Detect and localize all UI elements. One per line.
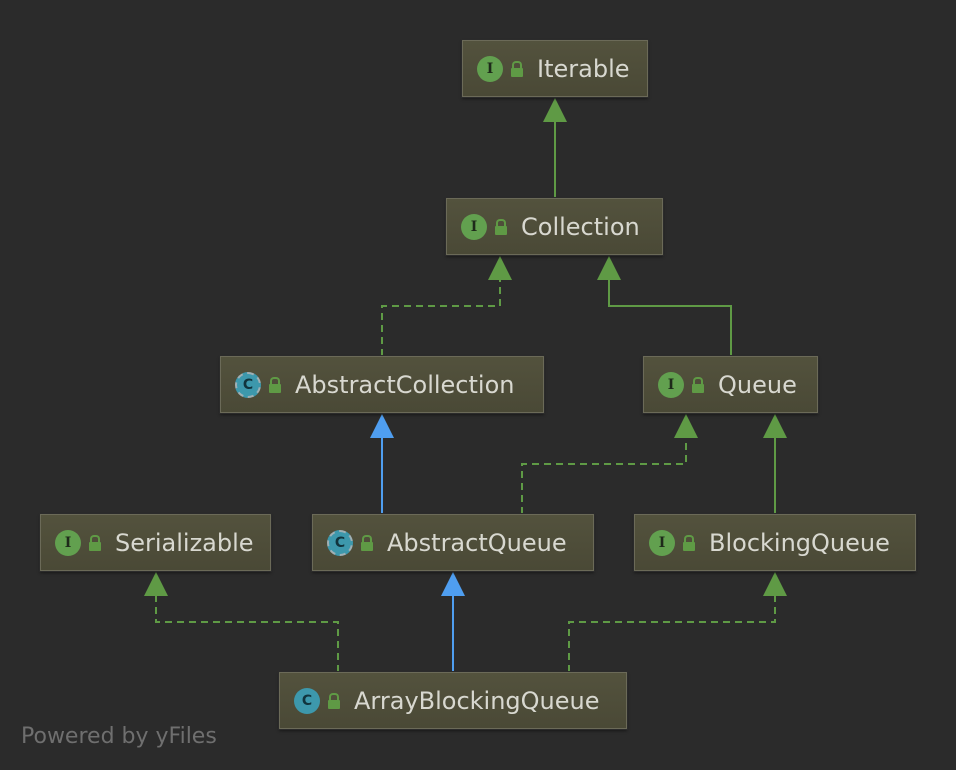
arrowhead bbox=[763, 572, 787, 596]
interface-icon: I bbox=[461, 213, 487, 240]
node-abstractcollection[interactable]: C AbstractCollection bbox=[220, 356, 544, 413]
node-label: AbstractCollection bbox=[295, 370, 515, 399]
node-arrayblockingqueue[interactable]: C ArrayBlockingQueue bbox=[279, 672, 627, 729]
node-serializable[interactable]: I Serializable bbox=[40, 514, 271, 571]
edge-arrayblockingqueue-to-blockingqueue bbox=[568, 572, 787, 672]
edge-collection-to-iterable bbox=[543, 98, 567, 198]
arrowhead bbox=[597, 256, 621, 280]
node-label: Queue bbox=[718, 370, 797, 399]
public-access-icon bbox=[328, 692, 340, 709]
public-access-icon bbox=[495, 218, 507, 235]
interface-icon: I bbox=[477, 55, 503, 82]
arrowhead bbox=[763, 414, 787, 438]
node-label: BlockingQueue bbox=[709, 528, 890, 557]
arrowhead bbox=[543, 98, 567, 122]
node-queue[interactable]: I Queue bbox=[643, 356, 818, 413]
arrowhead bbox=[488, 256, 512, 280]
public-access-icon bbox=[692, 376, 704, 393]
public-access-icon bbox=[89, 534, 101, 551]
edge-arrayblockingqueue-to-abstractqueue bbox=[441, 572, 465, 672]
class-icon: C bbox=[294, 687, 320, 714]
arrowhead bbox=[441, 572, 465, 596]
node-label: Serializable bbox=[115, 528, 254, 557]
node-blockingqueue[interactable]: I BlockingQueue bbox=[634, 514, 916, 571]
interface-icon: I bbox=[55, 529, 81, 556]
node-collection[interactable]: I Collection bbox=[446, 198, 663, 255]
node-label: Collection bbox=[521, 212, 640, 241]
public-access-icon bbox=[269, 376, 281, 393]
edge-abstractqueue-to-queue bbox=[521, 414, 698, 514]
public-access-icon bbox=[361, 534, 373, 551]
interface-icon: I bbox=[649, 529, 675, 556]
node-label: ArrayBlockingQueue bbox=[354, 686, 600, 715]
arrowhead bbox=[370, 414, 394, 438]
edge-queue-to-collection bbox=[597, 256, 732, 356]
public-access-icon bbox=[683, 534, 695, 551]
node-label: AbstractQueue bbox=[387, 528, 567, 557]
abstract-class-icon: C bbox=[327, 529, 353, 556]
edge-abstractcollection-to-collection bbox=[381, 256, 512, 356]
public-access-icon bbox=[511, 60, 523, 77]
arrowhead bbox=[674, 414, 698, 438]
powered-by-footer: Powered by yFiles bbox=[21, 724, 217, 749]
node-iterable[interactable]: I Iterable bbox=[462, 40, 648, 97]
edge-blockingqueue-to-queue bbox=[763, 414, 787, 514]
node-label: Iterable bbox=[537, 54, 630, 83]
abstract-class-icon: C bbox=[235, 371, 261, 398]
edge-abstractqueue-to-abstractcollection bbox=[370, 414, 394, 514]
edge-arrayblockingqueue-to-serializable bbox=[144, 572, 339, 672]
arrowhead bbox=[144, 572, 168, 596]
node-abstractqueue[interactable]: C AbstractQueue bbox=[312, 514, 594, 571]
interface-icon: I bbox=[658, 371, 684, 398]
